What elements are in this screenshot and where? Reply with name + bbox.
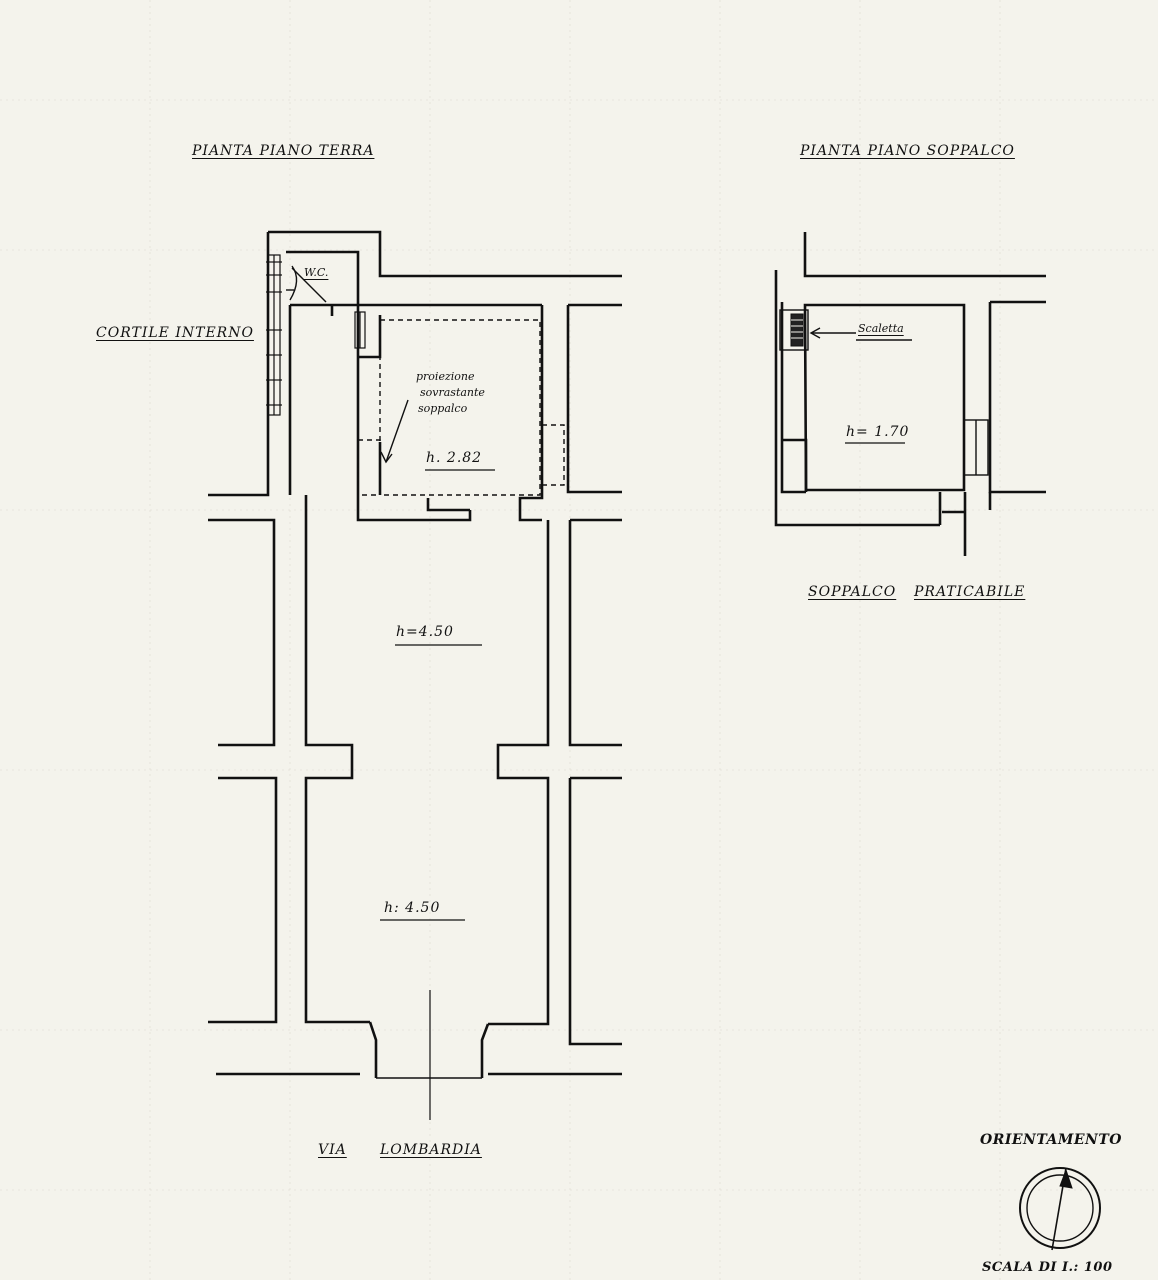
- street-label-name: LOMBARDIA: [380, 1142, 482, 1158]
- compass-arrow-icon: [1019, 1167, 1101, 1251]
- scaletta-arrow: [809, 327, 912, 341]
- mezz-wall-top: [803, 232, 1046, 278]
- mezzanine-subtitle-part2: PRATICABILE: [914, 584, 1026, 600]
- wc-door-swing: [286, 265, 327, 303]
- wall-left-upper: [208, 232, 270, 497]
- wall-rear-room-partition: [358, 315, 382, 359]
- wall-rear-room-east: [518, 305, 544, 522]
- projection-arrow: [380, 399, 409, 464]
- scaletta-label: Scaletta: [858, 322, 904, 335]
- rear-room-door: [354, 311, 366, 349]
- hall-height-lower: h: 4.50: [384, 900, 441, 916]
- mezz-wall-left: [774, 270, 940, 527]
- mezz-wall-left-inner: [780, 302, 806, 494]
- mezzanine-height: h= 1.70: [846, 424, 910, 440]
- projection-note-line1: proiezione: [416, 370, 475, 383]
- courtyard-label: CORTILE INTERNO: [96, 325, 254, 341]
- wall-service-block-outer: [268, 230, 622, 278]
- wc-label: W.C.: [304, 266, 329, 279]
- projection-note-line2: sovrastante: [420, 386, 485, 399]
- rear-room-height: h. 2.82: [426, 450, 483, 466]
- hall-height-upper: h=4.50: [396, 624, 454, 640]
- wall-east-lower: [568, 778, 622, 1046]
- wall-rear-room-west: [356, 305, 472, 522]
- wall-service-block-inner: [286, 250, 360, 307]
- mezz-niche-left: [782, 438, 808, 492]
- mezz-openings: [963, 419, 989, 476]
- entrance-jamb-right: [480, 1023, 490, 1078]
- wall-east-mid-top: [568, 520, 622, 747]
- courtyard-window-strip: [266, 254, 282, 416]
- wall-left-mid-return: [208, 776, 278, 1024]
- street-label-via: VIA: [318, 1142, 347, 1158]
- mezzanine-subtitle-part1: SOPPALCO: [808, 584, 897, 600]
- mezzanine-projection: [357, 319, 565, 496]
- mezzanine-title: PIANTA PIANO SOPPALCO: [800, 143, 1015, 159]
- wall-hall-west: [304, 495, 370, 1024]
- mezzanine-plan: [774, 232, 1046, 556]
- mezz-wall-room: [803, 303, 966, 492]
- mezz-wall-right-vert: [988, 302, 1046, 494]
- orientation-label: ORIENTAMENTO: [980, 1132, 1122, 1148]
- wall-left-top-return: [208, 518, 276, 747]
- projection-note-line3: soppalco: [418, 402, 468, 415]
- wall-east-outer: [566, 305, 622, 494]
- entrance-jamb-left: [368, 1021, 378, 1078]
- wall-hall-east: [488, 520, 550, 1026]
- height-underlines: [380, 469, 495, 921]
- scale-label: SCALA DI I.: 100: [982, 1260, 1113, 1275]
- ground-floor-title: PIANTA PIANO TERRA: [192, 143, 375, 159]
- scaletta-stair: [779, 309, 809, 351]
- wall-rear-step: [426, 498, 470, 512]
- ground-floor-plan: [208, 230, 622, 1079]
